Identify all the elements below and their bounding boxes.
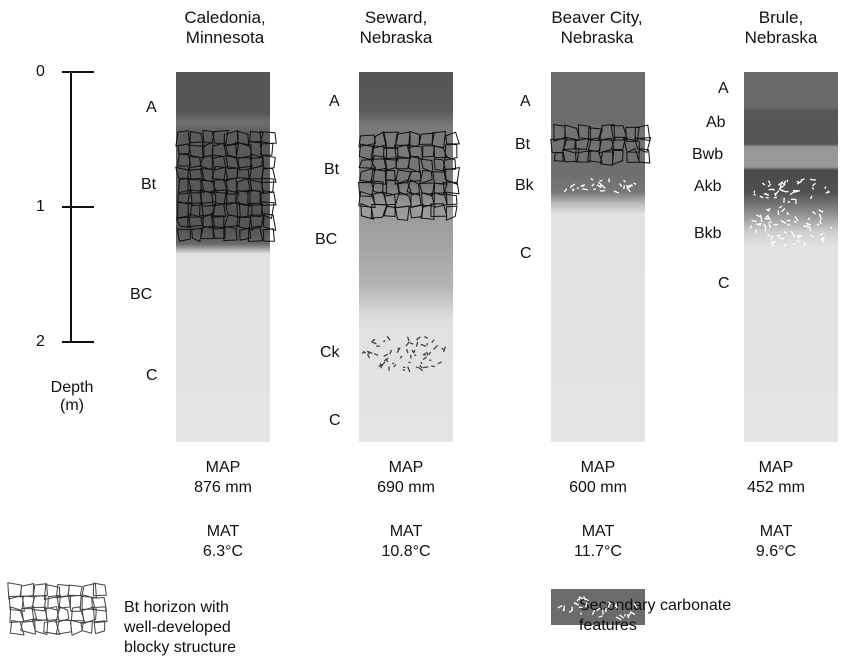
legend-carbonate-swatch bbox=[551, 589, 645, 625]
depth-tick-0: 0 bbox=[36, 63, 45, 80]
legend-carbonate-flecks bbox=[557, 595, 638, 621]
mat-stat: MAT 6.3°C bbox=[202, 523, 244, 560]
blocky-structure-seward bbox=[357, 130, 461, 221]
soil-column bbox=[744, 72, 838, 442]
horizon-label: Bwb bbox=[692, 146, 724, 163]
profile-title: Beaver City, Nebraska bbox=[551, 8, 643, 47]
horizon-label: BC bbox=[130, 286, 153, 303]
horizon-label: BC bbox=[315, 231, 338, 248]
horizon-label: A bbox=[329, 93, 340, 110]
horizon-label: C bbox=[146, 367, 158, 384]
blocky-structure-beaver-city bbox=[550, 123, 652, 166]
depth-tick-1: 1 bbox=[36, 198, 45, 215]
legend-blocky-swatch bbox=[7, 582, 108, 636]
legend-blocky-label: Bt horizon with well-developed blocky st… bbox=[124, 599, 237, 656]
depth-label: Depth (m) bbox=[50, 379, 94, 414]
depth-tick-2: 2 bbox=[36, 333, 45, 350]
carbonate-flecks-brule-bkb bbox=[749, 205, 833, 248]
horizon-label: Bk bbox=[515, 177, 534, 194]
horizon-label: Ab bbox=[706, 114, 726, 131]
horizon-label: Akb bbox=[694, 178, 722, 195]
mat-stat: MAT 11.7°C bbox=[574, 523, 622, 560]
map-stat: MAP 452 mm bbox=[747, 459, 805, 496]
carbonate-flecks-seward bbox=[361, 335, 447, 373]
soil-column bbox=[359, 72, 453, 442]
horizon-label: A bbox=[718, 80, 729, 97]
horizon-label: C bbox=[520, 245, 532, 262]
horizon-label: Ck bbox=[320, 344, 340, 361]
horizon-label: C bbox=[718, 275, 730, 292]
blocky-structure-caledonia bbox=[175, 129, 277, 243]
horizon-label: Bt bbox=[141, 176, 157, 193]
mat-stat: MAT 10.8°C bbox=[381, 523, 431, 560]
carbonate-flecks-beaver-city bbox=[563, 177, 637, 194]
map-stat: MAP 876 mm bbox=[194, 459, 252, 496]
mat-stat: MAT 9.6°C bbox=[755, 523, 797, 560]
map-stat: MAP 690 mm bbox=[377, 459, 435, 496]
horizon-label: C bbox=[329, 412, 341, 429]
horizon-label: Bt bbox=[515, 136, 531, 153]
horizon-label: Bt bbox=[324, 161, 340, 178]
soil-column bbox=[551, 72, 645, 442]
legend-carbonate-label: Secondary carbonate features bbox=[579, 597, 732, 634]
horizon-label: A bbox=[520, 93, 531, 110]
profile-title: Brule, Nebraska bbox=[744, 8, 818, 47]
soil-column bbox=[176, 72, 270, 442]
profile-title: Caledonia, Minnesota bbox=[184, 8, 266, 47]
profile-title: Seward, Nebraska bbox=[359, 8, 433, 47]
horizon-label: Bkb bbox=[694, 225, 722, 242]
carbonate-flecks-brule-akb bbox=[753, 178, 830, 204]
horizon-label: A bbox=[146, 99, 157, 116]
map-stat: MAP 600 mm bbox=[569, 459, 627, 496]
